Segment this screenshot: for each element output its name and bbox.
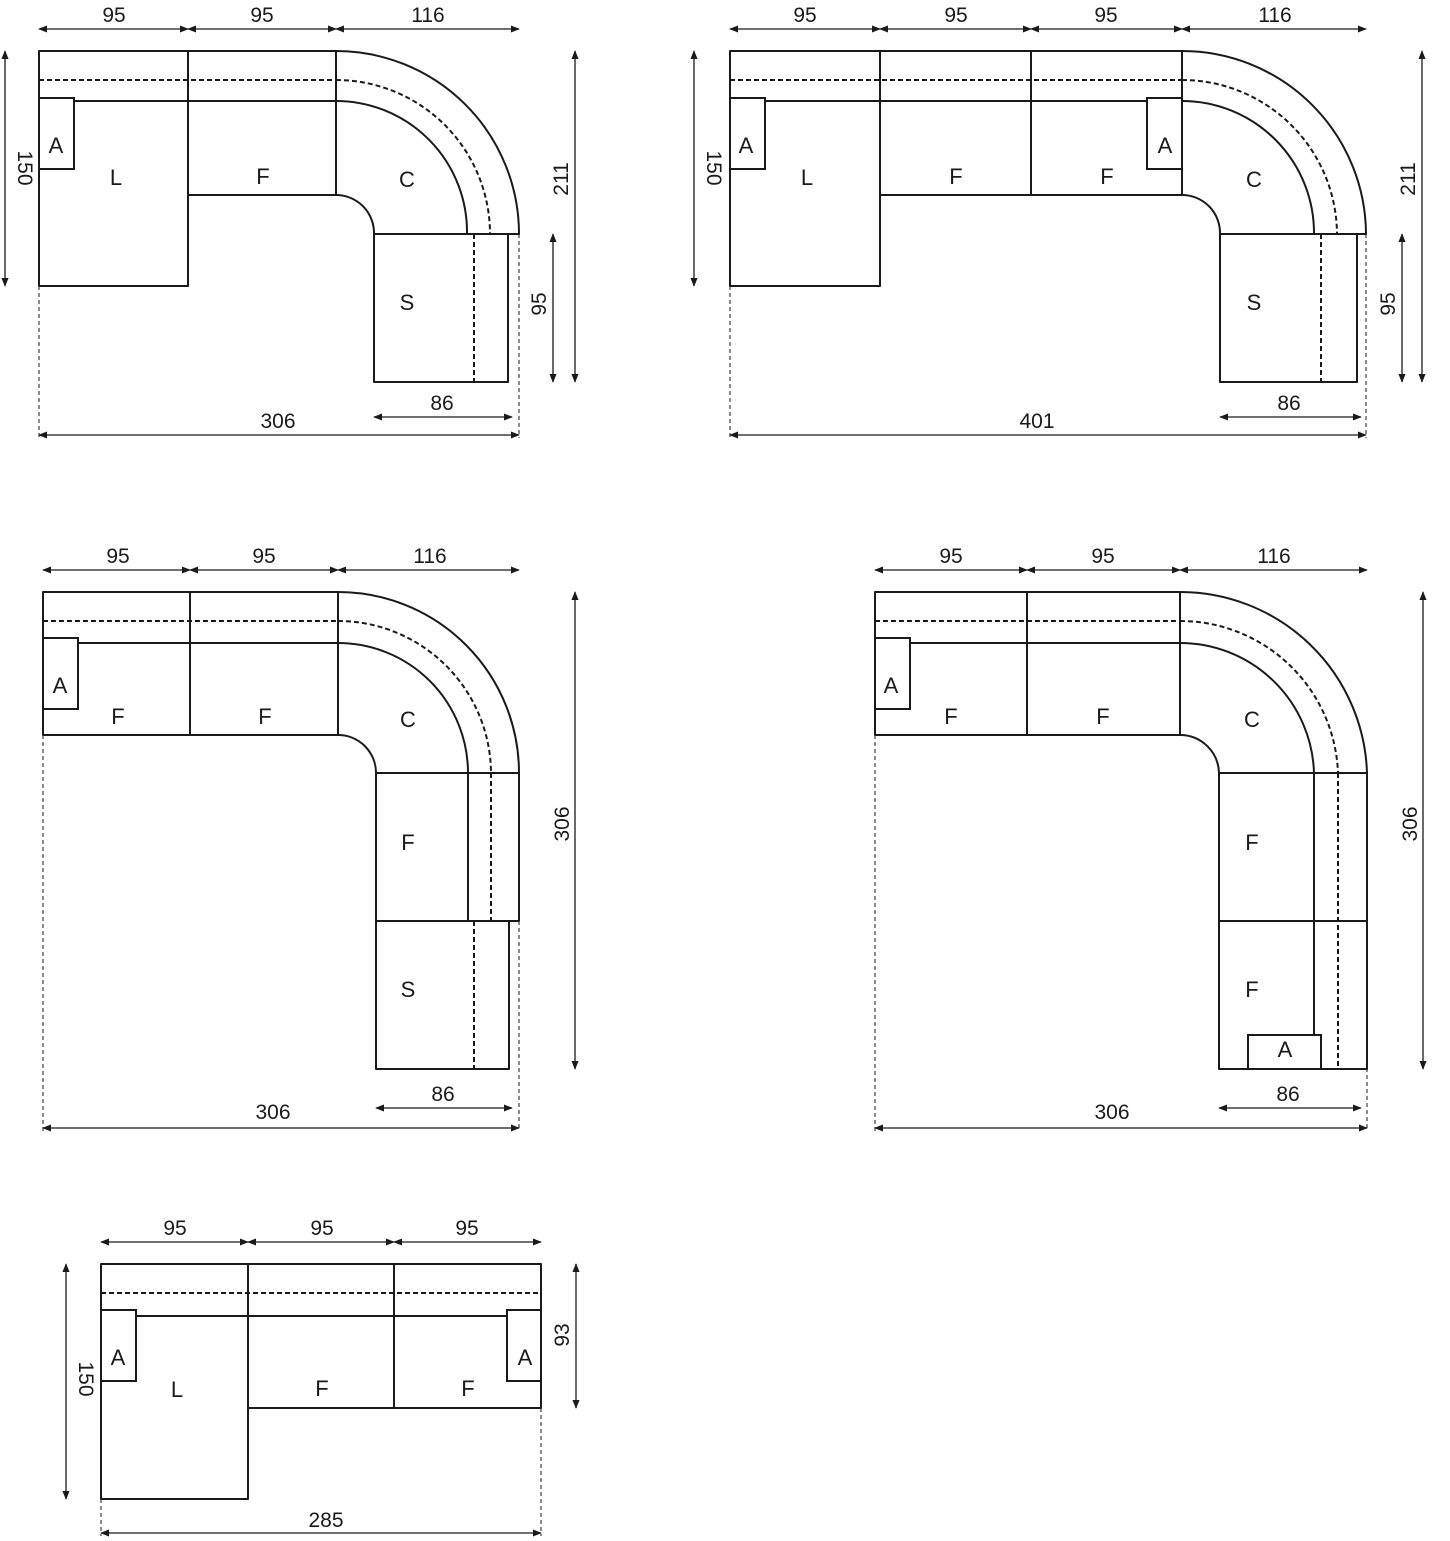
dim-depth-total: 306 — [551, 806, 574, 841]
config-4-dimension-lines — [874, 566, 1427, 1132]
dim-depth-total: 211 — [1397, 162, 1420, 195]
config-5: A L F F A 95 95 95 150 93 285 — [62, 1217, 580, 1537]
dim-depth-right: 93 — [551, 1323, 574, 1346]
dim-width-2: 95 — [252, 545, 275, 568]
dim-width-1: 95 — [793, 4, 816, 27]
module-label-f2: F — [1096, 704, 1109, 729]
armrest-a-left — [100, 1309, 137, 1382]
dim-width-1: 95 — [939, 545, 962, 568]
config-2: A L F F A C S 95 95 95 116 150 211 95 86… — [690, 4, 1426, 439]
dim-depth-total: 306 — [1399, 806, 1422, 841]
module-label-a-left: A — [111, 1345, 126, 1370]
config-1: A L F C S 95 95 116 150 211 95 86 306 — [1, 4, 579, 439]
config-1-shape — [38, 50, 520, 383]
module-label-f1: F — [949, 164, 962, 189]
module-label-c: C — [1246, 167, 1262, 192]
dim-module-depth: 86 — [431, 1083, 454, 1106]
config-4-shape — [874, 591, 1368, 1070]
module-label-a-left: A — [884, 673, 899, 698]
dim-width-3: 116 — [411, 4, 444, 27]
module-label-a: A — [49, 133, 64, 158]
config-1-dimension-lines — [1, 25, 579, 439]
module-label-c: C — [399, 167, 415, 192]
armrest-a — [42, 637, 79, 710]
config-2-dimension-lines — [690, 25, 1426, 439]
module-label-l: L — [110, 165, 122, 190]
dim-module-depth: 86 — [1277, 392, 1300, 415]
module-label-f1: F — [944, 704, 957, 729]
dim-width-2: 95 — [1091, 545, 1114, 568]
dim-width-1: 95 — [163, 1217, 186, 1240]
module-label-f2: F — [258, 704, 271, 729]
dim-width-2: 95 — [310, 1217, 333, 1240]
dim-depth-left: 150 — [702, 150, 725, 185]
armrest-a-left — [729, 97, 766, 170]
module-label-s: S — [1247, 290, 1262, 315]
dim-total-width: 285 — [308, 1509, 343, 1532]
armrest-a-right — [506, 1309, 542, 1382]
dim-width-4: 116 — [1258, 4, 1291, 27]
dim-width-3: 116 — [1257, 545, 1290, 568]
config-3-dimension-lines — [42, 566, 579, 1132]
dim-total-width: 401 — [1019, 410, 1054, 433]
dim-total-width: 306 — [1094, 1101, 1129, 1124]
module-label-a: A — [53, 673, 68, 698]
dim-total-width: 306 — [255, 1101, 290, 1124]
module-label-a-right: A — [1158, 133, 1173, 158]
dim-width-2: 95 — [250, 4, 273, 27]
module-label-f1: F — [111, 704, 124, 729]
module-label-f4: F — [1245, 977, 1258, 1002]
module-label-f1: F — [315, 1376, 328, 1401]
module-label-f3: F — [1245, 830, 1258, 855]
dim-width-3: 95 — [1094, 4, 1117, 27]
dim-width-2: 95 — [944, 4, 967, 27]
dim-module-depth: 86 — [430, 392, 453, 415]
module-label-a-right: A — [518, 1345, 533, 1370]
dim-width-3: 95 — [455, 1217, 478, 1240]
config-3-shape — [42, 591, 520, 1070]
dim-depth-total: 211 — [550, 162, 573, 195]
dim-module-depth: 86 — [1276, 1083, 1299, 1106]
dim-depth-left: 150 — [13, 150, 36, 185]
dim-depth-left: 150 — [74, 1361, 97, 1396]
module-label-c: C — [1244, 707, 1260, 732]
module-label-a-left: A — [739, 133, 754, 158]
dim-width-1: 95 — [106, 545, 129, 568]
dim-depth-lower: 95 — [528, 292, 551, 315]
module-label-l: L — [801, 165, 813, 190]
module-label-a-bottom: A — [1278, 1037, 1293, 1062]
module-label-f2: F — [1100, 164, 1113, 189]
module-label-f3: F — [401, 830, 414, 855]
armrest-a-right — [1146, 97, 1183, 170]
dim-depth-lower: 95 — [1377, 292, 1400, 315]
module-label-f: F — [256, 164, 269, 189]
dim-total-width: 306 — [260, 410, 295, 433]
armrest-a-left — [874, 637, 911, 710]
module-label-s: S — [400, 290, 415, 315]
config-5-dimension-lines — [62, 1238, 580, 1537]
module-label-c: C — [400, 707, 416, 732]
armrest-a — [38, 97, 75, 170]
armrest-a-bottom — [1247, 1034, 1322, 1070]
config-3: A F F C F S 95 95 116 306 86 306 — [42, 545, 579, 1132]
module-label-l: L — [171, 1377, 183, 1402]
config-5-shape — [100, 1263, 542, 1500]
dim-width-3: 116 — [413, 545, 446, 568]
config-2-shape — [729, 50, 1367, 383]
module-label-f2: F — [461, 1376, 474, 1401]
config-4: A F F C F F A 95 95 116 306 86 306 — [874, 545, 1427, 1132]
dim-width-1: 95 — [102, 4, 125, 27]
module-label-s: S — [401, 977, 416, 1002]
